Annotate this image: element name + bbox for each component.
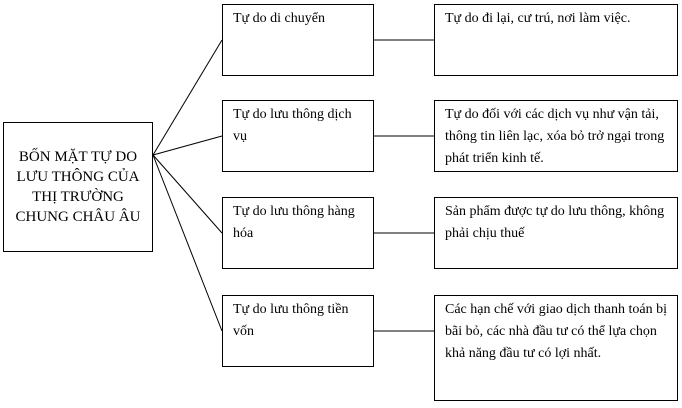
freedom-node-services: Tự do lưu thông dịch vụ xyxy=(222,100,374,172)
freedom-node-movement: Tự do di chuyển xyxy=(222,4,374,76)
connector-root-to-freedom-2 xyxy=(152,135,223,156)
connector-root-to-freedom-4 xyxy=(152,154,223,332)
freedom-node-label: Tự do lưu thông hàng hóa xyxy=(233,204,355,241)
description-text: Các hạn chế với giao dịch thanh toán bị … xyxy=(445,302,668,361)
connector-root-to-freedom-1 xyxy=(152,39,223,156)
freedom-node-label: Tự do di chuyển xyxy=(233,11,325,26)
root-node: BỐN MẶT TỰ DO LƯU THÔNG CỦA THỊ TRƯỜNG C… xyxy=(3,122,153,252)
freedom-node-label: Tự do lưu thông tiền vốn xyxy=(233,302,349,339)
description-node-movement: Tự do đi lại, cư trú, nơi làm việc. xyxy=(434,4,678,76)
description-text: Tự do đi lại, cư trú, nơi làm việc. xyxy=(445,11,631,26)
connector-root-to-freedom-3 xyxy=(152,154,223,234)
description-text: Sản phẩm được tự do lưu thông, không phả… xyxy=(445,204,665,241)
description-node-goods: Sản phẩm được tự do lưu thông, không phả… xyxy=(434,197,678,269)
freedom-node-capital: Tự do lưu thông tiền vốn xyxy=(222,295,374,367)
freedom-node-label: Tự do lưu thông dịch vụ xyxy=(233,107,352,144)
freedom-node-goods: Tự do lưu thông hàng hóa xyxy=(222,197,374,269)
description-node-capital: Các hạn chế với giao dịch thanh toán bị … xyxy=(434,295,678,401)
root-node-label: BỐN MẶT TỰ DO LƯU THÔNG CỦA THỊ TRƯỜNG C… xyxy=(15,149,141,225)
description-node-services: Tự do đối với các dịch vụ như vận tải, t… xyxy=(434,100,678,172)
description-text: Tự do đối với các dịch vụ như vận tải, t… xyxy=(445,107,665,166)
